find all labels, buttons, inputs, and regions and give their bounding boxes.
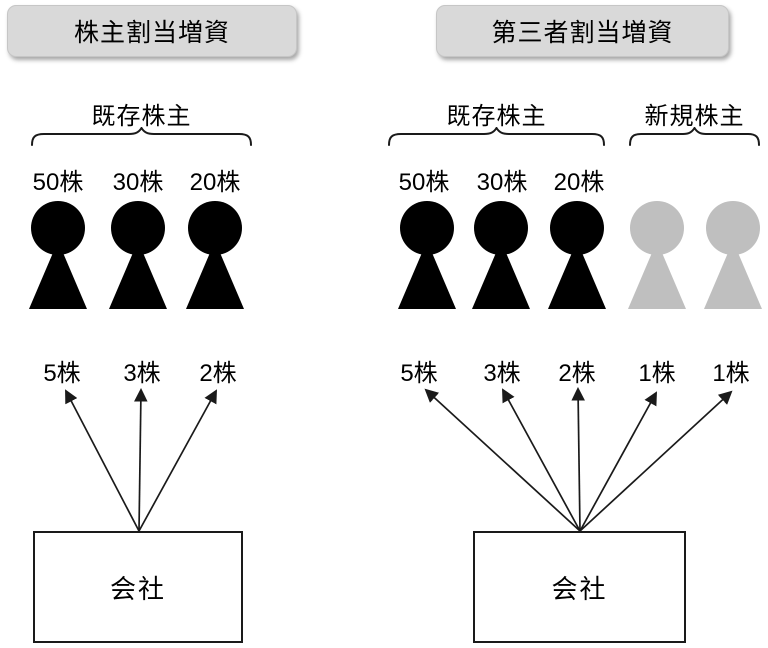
group-label-new-shareholders: 新規株主 bbox=[644, 103, 745, 130]
holding-label: 30株 bbox=[476, 169, 528, 196]
allocation-label: 3株 bbox=[123, 360, 161, 387]
person-new-icon bbox=[704, 201, 762, 309]
allocation-label: 2株 bbox=[199, 360, 237, 387]
allocation-label: 5株 bbox=[43, 360, 81, 387]
allocation-label: 1株 bbox=[712, 360, 750, 387]
holding-label: 50株 bbox=[398, 169, 450, 196]
brace-existing-right-icon bbox=[388, 127, 605, 146]
group-label-existing-shareholders-right: 既存株主 bbox=[446, 103, 547, 130]
panel-title-shareholder-allotment: 株主割当増資 bbox=[7, 5, 297, 57]
person-existing-icon bbox=[109, 201, 167, 309]
holding-label: 30株 bbox=[112, 169, 164, 196]
allocation-label: 2株 bbox=[558, 360, 596, 387]
company-box-right: 会社 bbox=[473, 531, 686, 643]
allocation-label: 1株 bbox=[638, 360, 676, 387]
company-box-left: 会社 bbox=[33, 531, 243, 643]
person-existing-icon bbox=[186, 201, 244, 309]
allocation-label: 5株 bbox=[400, 360, 438, 387]
brace-new-right-icon bbox=[629, 127, 760, 146]
person-new-icon bbox=[628, 201, 686, 309]
holding-label: 50株 bbox=[32, 169, 84, 196]
person-existing-icon bbox=[548, 201, 606, 309]
person-existing-icon bbox=[29, 201, 87, 309]
person-existing-icon bbox=[398, 201, 456, 309]
group-label-existing-shareholders-left: 既存株主 bbox=[91, 103, 192, 130]
panel-title-third-party-allotment: 第三者割当増資 bbox=[436, 5, 729, 57]
allocation-label: 3株 bbox=[483, 360, 521, 387]
holding-label: 20株 bbox=[189, 169, 241, 196]
person-existing-icon bbox=[472, 201, 530, 309]
holding-label: 20株 bbox=[553, 169, 605, 196]
brace-existing-left-icon bbox=[31, 127, 252, 146]
